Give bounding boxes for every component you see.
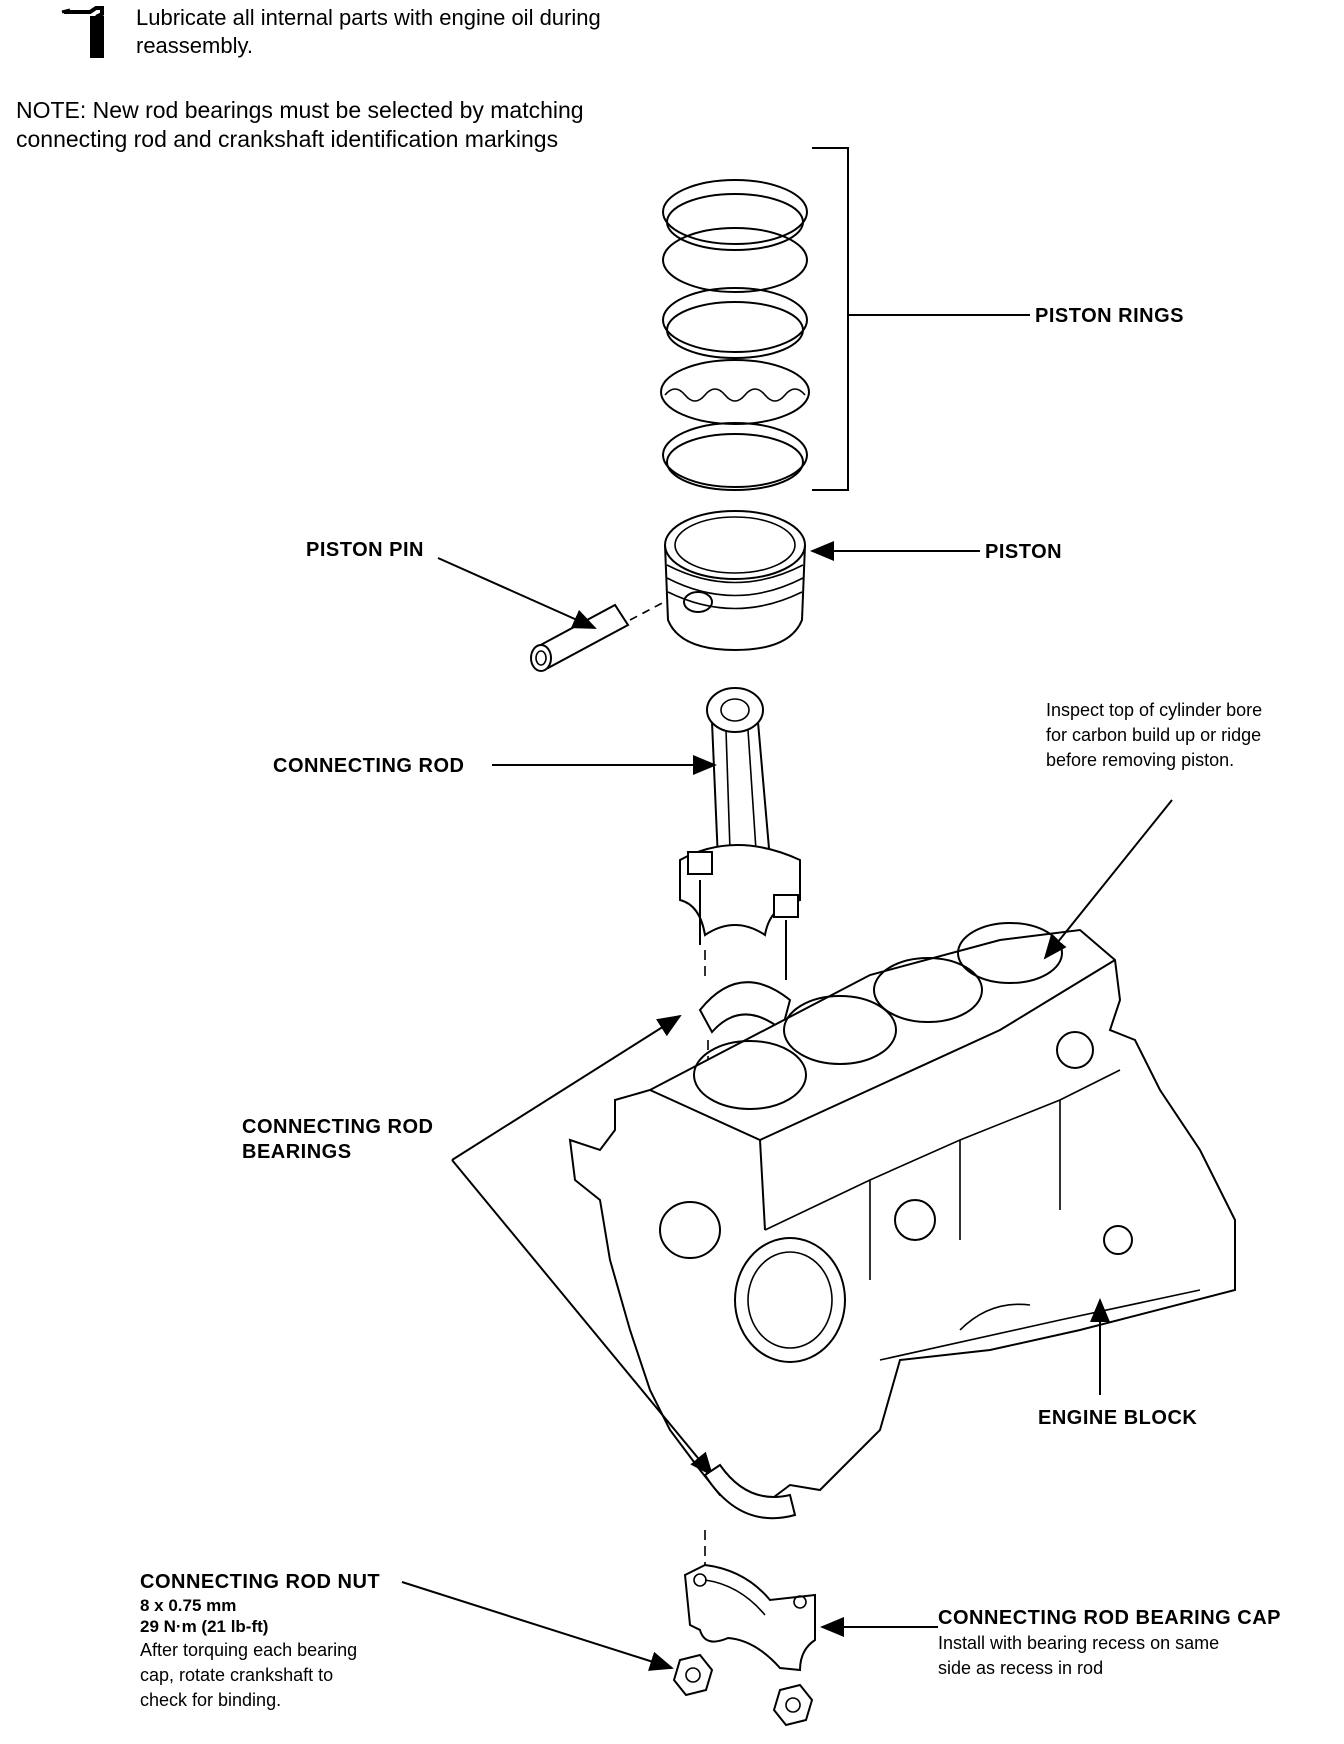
label-connecting-rod: CONNECTING ROD: [273, 755, 465, 777]
lubricate-note-line: Lubricate all internal parts with engine…: [136, 5, 601, 30]
inspect-note-line: Inspect top of cylinder bore: [1046, 700, 1263, 720]
inspect-note-line: before removing piston.: [1046, 750, 1235, 771]
label-bearings-line: CONNECTING ROD: [242, 1116, 434, 1138]
inspect-note-line: for carbon build up or ridge: [1046, 725, 1262, 746]
label-piston-rings: PISTON RINGS: [1035, 305, 1184, 327]
rod-nut-torque: 29 N·m (21 lb-ft): [140, 1617, 269, 1637]
bearing-cap-callout: CONNECTING ROD BEARING CAP Install with …: [938, 1606, 1281, 1681]
rod-nut-callout: CONNECTING ROD NUT 8 x 0.75 mm 29 N·m (2…: [140, 1570, 380, 1713]
rod-nut-instructions: After torquing each bearing cap, rotate …: [140, 1638, 380, 1714]
rod-nut-size: 8 x 0.75 mm: [140, 1596, 237, 1615]
bearing-cap: [683, 1563, 816, 1672]
lubricate-note: Lubricate all internal parts with engine…: [136, 4, 601, 59]
label-piston: PISTON: [985, 541, 1063, 563]
connecting-rod: [679, 687, 801, 980]
label-engine-block: ENGINE BLOCK: [1038, 1407, 1198, 1429]
upper-rod-bearing: [698, 981, 792, 1034]
label-piston-pin: PISTON PIN: [306, 539, 424, 561]
bearing-cap-note: Install with bearing recess on same side…: [938, 1631, 1281, 1681]
rod-nut-instruction-line: check for binding.: [140, 1689, 282, 1710]
label-bearings-line: BEARINGS: [242, 1141, 352, 1163]
selection-note-line: NOTE: New rod bearings must be selected …: [16, 97, 584, 123]
label-bearing-cap: CONNECTING ROD BEARING CAP: [938, 1607, 1282, 1629]
bearing-cap-note-line: side as recess in rod: [938, 1658, 1104, 1679]
selection-note: NOTE: New rod bearings must be selected …: [16, 96, 584, 154]
bearing-cap-note-line: Install with bearing recess on same: [938, 1633, 1220, 1653]
lower-rod-bearing: [703, 1463, 797, 1520]
piston: [664, 510, 806, 652]
label-rod-nut: CONNECTING ROD NUT: [140, 1571, 381, 1593]
label-connecting-rod-bearings: CONNECTING ROD BEARINGS: [242, 1115, 433, 1165]
lubricate-note-line: reassembly.: [136, 32, 253, 58]
piston-pin: [530, 603, 630, 672]
rod-nut-instruction-line: After torquing each bearing: [140, 1639, 358, 1660]
oil-can-icon: [61, 6, 104, 58]
connecting-rod-nuts: [672, 1653, 814, 1727]
piston-rings: [660, 179, 810, 491]
inspect-note: Inspect top of cylinder bore for carbon …: [1046, 698, 1262, 774]
selection-note-line: connecting rod and crankshaft identifica…: [16, 125, 559, 152]
rod-nut-instruction-line: cap, rotate crankshaft to: [140, 1664, 334, 1685]
